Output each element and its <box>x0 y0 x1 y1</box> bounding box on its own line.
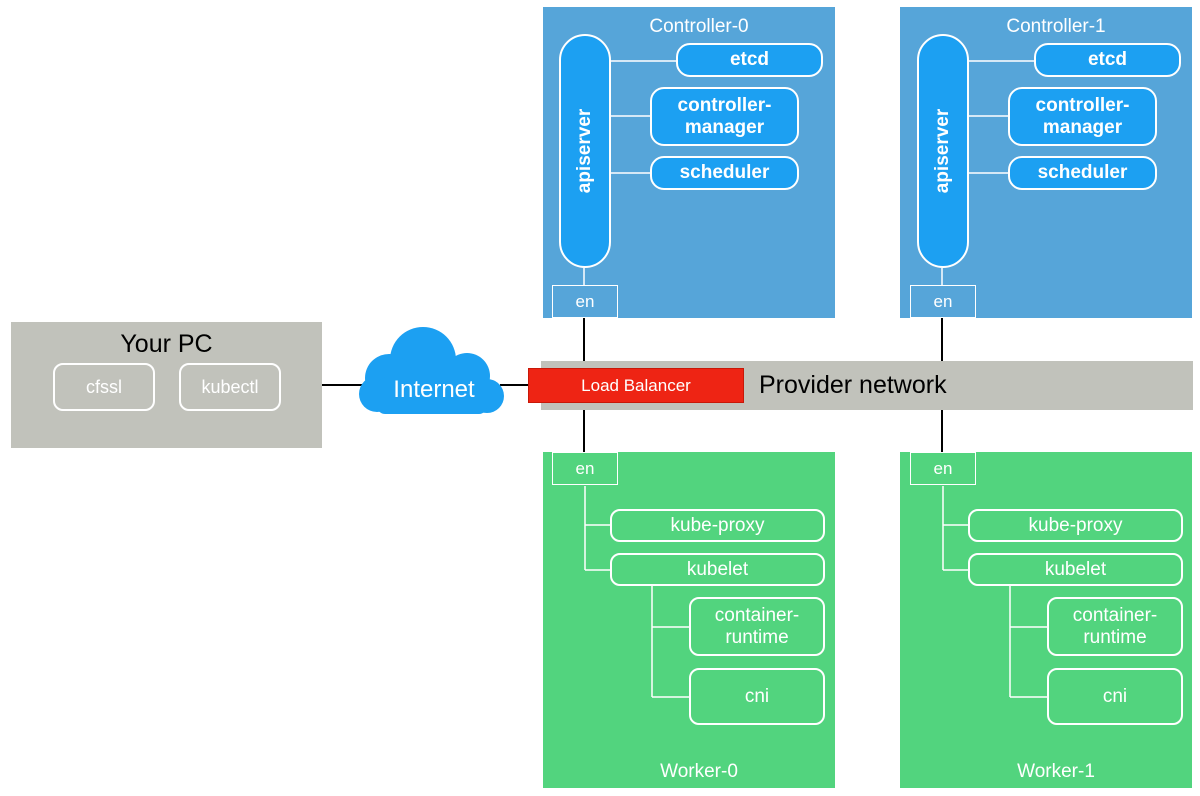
worker-0-nic: en <box>552 452 618 485</box>
controller-1-scheduler: scheduler <box>1008 156 1157 190</box>
kubectl-tool: kubectl <box>179 363 281 411</box>
internet-cloud-icon <box>359 327 504 414</box>
worker-0-cni: cni <box>689 668 825 725</box>
controller-1-etcd: etcd <box>1034 43 1181 77</box>
controller-1-apiserver-label: apiserver <box>932 108 953 194</box>
controller-0-etcd: etcd <box>676 43 823 77</box>
worker-0-container-runtime: container- runtime <box>689 597 825 656</box>
your-pc-box: Your PC cfssl kubectl <box>11 322 322 448</box>
worker-1-kubelet: kubelet <box>968 553 1183 586</box>
worker-1-title: Worker-1 <box>1017 761 1095 782</box>
controller-0-scheduler: scheduler <box>650 156 799 190</box>
controller-0-apiserver-label: apiserver <box>574 108 595 194</box>
worker-1-cni: cni <box>1047 668 1183 725</box>
worker-1-box: Worker-1 <box>900 452 1192 788</box>
provider-network-label: Provider network <box>759 371 947 399</box>
controller-1-nic: en <box>910 285 976 318</box>
controller-1-apiserver: apiserver <box>917 34 969 268</box>
worker-1-container-runtime: container- runtime <box>1047 597 1183 656</box>
controller-0-nic: en <box>552 285 618 318</box>
worker-1-kube-proxy: kube-proxy <box>968 509 1183 542</box>
worker-0-kube-proxy: kube-proxy <box>610 509 825 542</box>
controller-0-title: Controller-0 <box>649 16 749 37</box>
controller-0-controller-manager: controller- manager <box>650 87 799 146</box>
worker-0-title: Worker-0 <box>660 761 738 782</box>
controller-0-apiserver: apiserver <box>559 34 611 268</box>
worker-0-kubelet: kubelet <box>610 553 825 586</box>
worker-1-nic: en <box>910 452 976 485</box>
cfssl-tool: cfssl <box>53 363 155 411</box>
your-pc-title: Your PC <box>120 330 213 358</box>
internet-label: Internet <box>393 376 475 403</box>
controller-1-controller-manager: controller- manager <box>1008 87 1157 146</box>
load-balancer: Load Balancer <box>528 368 744 403</box>
controller-1-title: Controller-1 <box>1006 16 1106 37</box>
